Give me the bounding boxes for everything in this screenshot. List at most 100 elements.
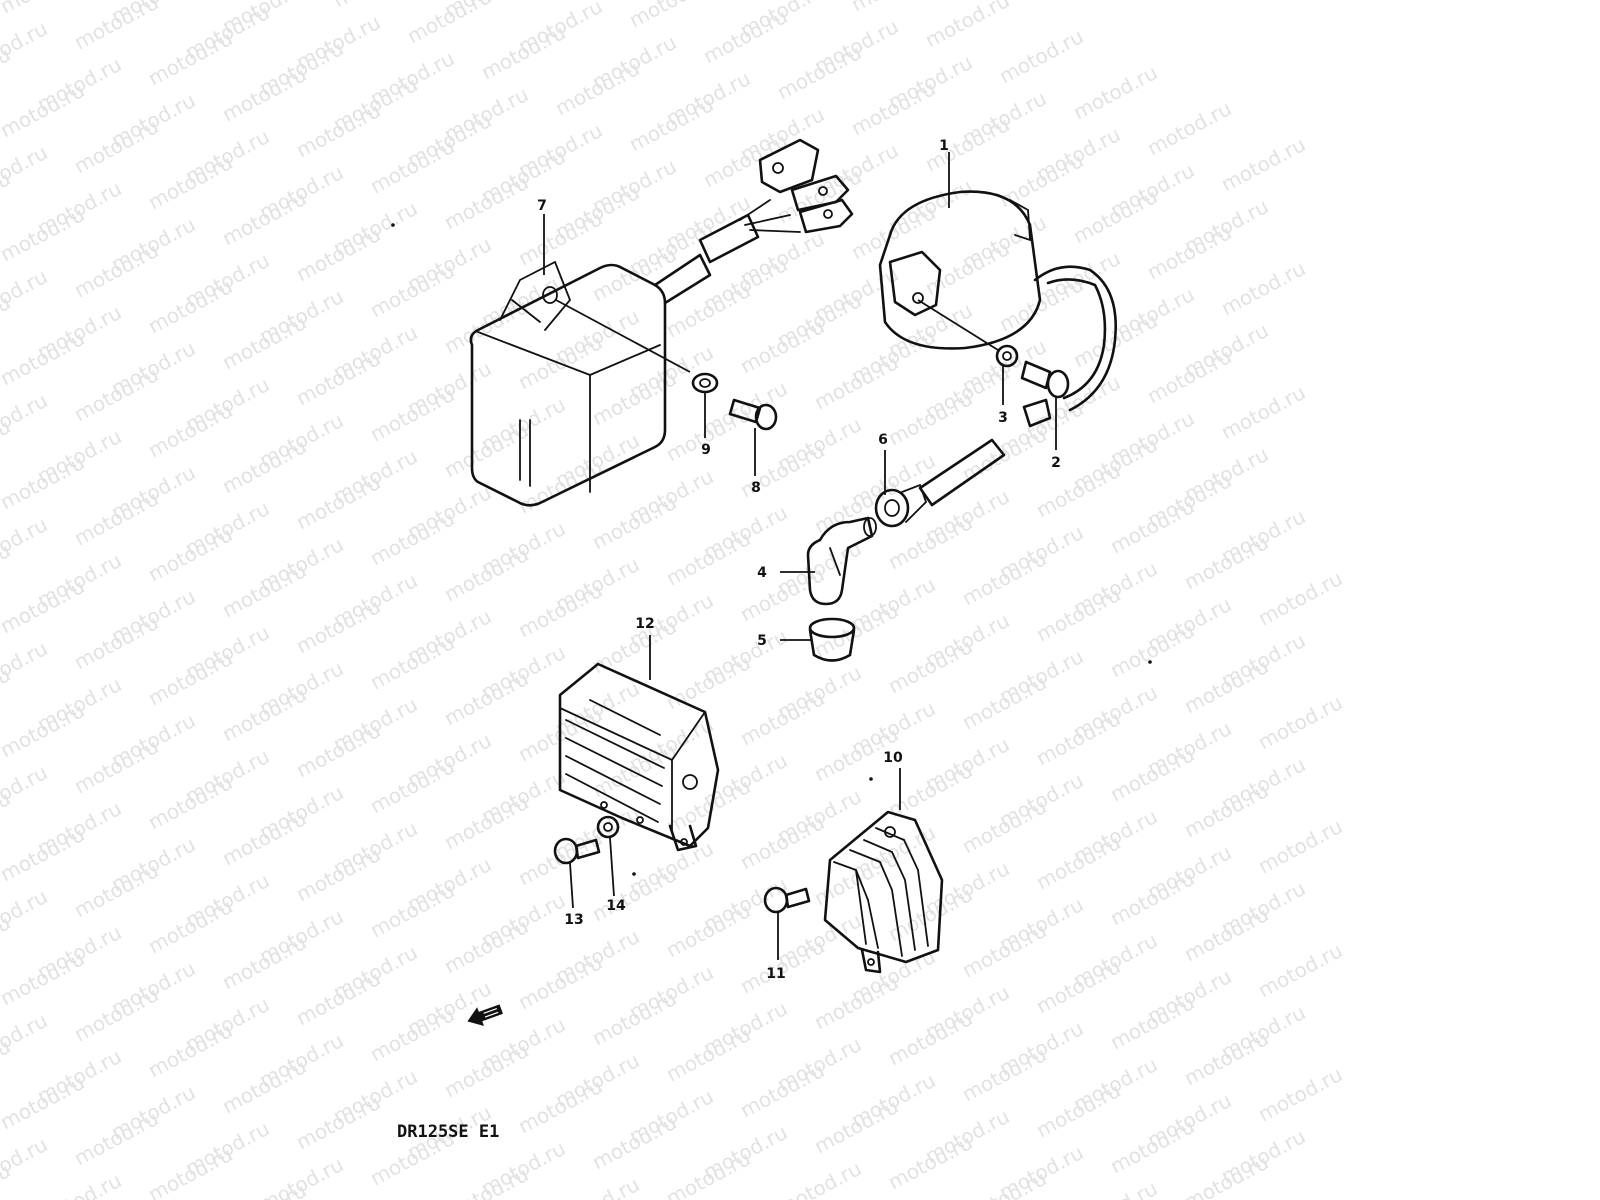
watermark-text: motod.ru (440, 170, 532, 234)
watermark-text: motod.ru (0, 16, 51, 80)
watermark-text: motod.ru (366, 630, 458, 694)
watermark-text: motod.ru (0, 1008, 51, 1072)
watermark-text: motod.ru (144, 894, 236, 958)
reference-numbers: 1 2 3 4 5 6 7 8 9 10 11 12 13 14 (537, 138, 1061, 982)
washer-3[interactable] (995, 344, 1019, 368)
ref-13: 13 (564, 912, 583, 928)
watermark-text: motod.ru (995, 24, 1087, 88)
watermark-text: motod.ru (662, 898, 754, 962)
watermark-text: motod.ru (1069, 1176, 1161, 1200)
watermark-text: motod.ru (699, 128, 791, 192)
regulator-rectifier[interactable] (558, 662, 720, 852)
watermark-text: motod.ru (625, 0, 717, 32)
watermark-text: motod.ru (1106, 618, 1198, 682)
watermark-text: motod.ru (736, 686, 828, 750)
watermark-text: motod.ru (218, 558, 310, 622)
watermark-text: motod.ru (810, 350, 902, 414)
watermark-text: motod.ru (70, 114, 162, 178)
watermark-text: motod.ru (1254, 690, 1346, 754)
print-speck (391, 223, 395, 227)
plug-boot[interactable] (808, 617, 856, 662)
washer-14[interactable] (596, 815, 620, 839)
watermark-text: motod.ru (588, 986, 680, 1050)
watermark-text: motod.ru (588, 366, 680, 430)
ref-2: 2 (1051, 455, 1061, 471)
watermark-text: motod.ru (773, 40, 865, 104)
watermark-text: motod.ru (884, 882, 976, 946)
watermark-text: motod.ru (921, 0, 1013, 52)
watermark-text: motod.ru (995, 148, 1087, 212)
watermark-text: motod.ru (810, 1094, 902, 1158)
watermark-text: motod.ru (514, 1074, 606, 1138)
watermark-text: motod.ru (440, 542, 532, 606)
cap-seal[interactable] (874, 483, 928, 528)
ref-3: 3 (998, 410, 1008, 426)
watermark-text: motod.ru (773, 1156, 865, 1200)
watermark-text: motod.ru (366, 878, 458, 942)
ref-1: 1 (939, 138, 949, 154)
watermark-text: motod.ru (1106, 990, 1198, 1054)
watermark-text: motod.ru (33, 1168, 125, 1200)
screw-11[interactable] (763, 886, 811, 914)
watermark-text: motod.ru (699, 4, 791, 68)
spark-plug-cap[interactable] (806, 516, 877, 606)
watermark-text: motod.ru (70, 982, 162, 1046)
watermark: motod.ru motod.ru motod.ru motod.ru motod.ru… (0, 0, 1346, 1200)
watermark-text: motod.ru (292, 718, 384, 782)
watermark-text: motod.ru (144, 150, 236, 214)
watermark-text: motod.ru (366, 506, 458, 570)
watermark-text: motod.ru (958, 670, 1050, 734)
cdi-unit[interactable] (469, 138, 854, 507)
watermark-text: motod.ru (1254, 1062, 1346, 1126)
ignition-coil[interactable] (878, 190, 1117, 507)
watermark-text: motod.ru (0, 0, 88, 18)
ref-5: 5 (757, 633, 767, 649)
watermark-text: motod.ru (0, 884, 51, 948)
watermark-text: motod.ru (514, 454, 606, 518)
screw-13[interactable] (553, 837, 601, 865)
screw-8[interactable] (728, 398, 778, 431)
ref-7: 7 (537, 198, 547, 214)
watermark-text: motod.ru (0, 698, 88, 762)
watermark-text: motod.ru (366, 134, 458, 198)
watermark-text: motod.ru (1180, 530, 1272, 594)
washer-9[interactable] (691, 372, 719, 394)
watermark-text: motod.ru (810, 474, 902, 538)
watermark-text: motod.ru (218, 1178, 310, 1200)
watermark-text: motod.ru (625, 92, 717, 156)
watermark-text: motod.ru (1032, 458, 1124, 522)
watermark-text: motod.ru (810, 598, 902, 662)
watermark-text: motod.ru (70, 486, 162, 550)
watermark-text: motod.ru (958, 794, 1050, 858)
finned-unit[interactable] (823, 810, 944, 974)
watermark-text: motod.ru (1217, 256, 1309, 320)
watermark-text: motod.ru (551, 1172, 643, 1200)
watermark-text: motod.ru (218, 310, 310, 374)
watermark-text: motod.ru (1032, 1078, 1124, 1142)
watermark-text: motod.ru (1180, 778, 1272, 842)
watermark-text: motod.ru (366, 382, 458, 446)
watermark-text: motod.ru (477, 20, 569, 84)
watermark-text: motod.ru (1180, 654, 1272, 718)
watermark-text: motod.ru (218, 930, 310, 994)
watermark-text: motod.ru (1069, 60, 1161, 124)
watermark-text: motod.ru (847, 76, 939, 140)
watermark-text: motod.ru (1180, 1026, 1272, 1090)
watermark-text: motod.ru (736, 810, 828, 874)
watermark-text: motod.ru (921, 236, 1013, 300)
watermark-text: motod.ru (144, 1142, 236, 1200)
ref-6: 6 (878, 432, 888, 448)
screw-2[interactable] (1020, 360, 1070, 399)
watermark-text: motod.ru (366, 754, 458, 818)
watermark-text: motod.ru (329, 0, 421, 12)
print-speck (1148, 660, 1152, 664)
watermark-text: motod.ru (662, 278, 754, 342)
watermark-text: motod.ru (0, 636, 51, 700)
watermark-text: motod.ru (292, 222, 384, 286)
watermark-text: motod.ru (995, 272, 1087, 336)
watermark-text: motod.ru (292, 594, 384, 658)
watermark-text: motod.ru (1106, 1114, 1198, 1178)
watermark-text: motod.ru (292, 98, 384, 162)
watermark-text: motod.ru (588, 862, 680, 926)
watermark-text: motod.ru (70, 1106, 162, 1170)
